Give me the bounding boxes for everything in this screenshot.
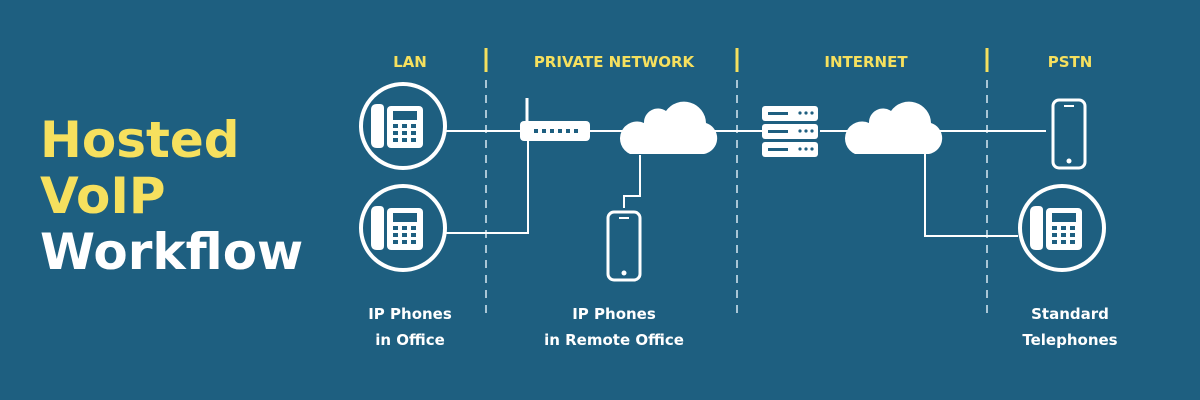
mobile-phone-icon bbox=[606, 210, 642, 282]
section-internet: INTERNET bbox=[824, 53, 908, 71]
label-ip-phones-office-2: in Office bbox=[375, 331, 445, 349]
title-line-3: Workflow bbox=[40, 223, 304, 281]
title-line-1: Hosted bbox=[40, 111, 240, 169]
section-private-network: PRIVATE NETWORK bbox=[534, 53, 696, 71]
desk-phone-icon bbox=[1018, 184, 1106, 272]
section-pstn: PSTN bbox=[1048, 53, 1093, 71]
label-ip-phones-office-1: IP Phones bbox=[368, 305, 452, 323]
cloud-icon bbox=[844, 101, 943, 154]
label-standard-telephones-1: Standard bbox=[1031, 305, 1109, 323]
label-ip-phones-remote-1: IP Phones bbox=[572, 305, 656, 323]
cloud-icon bbox=[619, 101, 718, 154]
title-line-2: VoIP bbox=[40, 167, 166, 225]
desk-phone-icon bbox=[359, 184, 447, 272]
label-standard-telephones-2: Telephones bbox=[1022, 331, 1117, 349]
server-icon bbox=[762, 106, 818, 157]
section-lan: LAN bbox=[393, 53, 427, 71]
page-title: Hosted VoIP Workflow bbox=[40, 112, 303, 280]
desk-phone-icon bbox=[359, 82, 447, 170]
router-icon bbox=[520, 98, 590, 141]
connection-lines bbox=[445, 130, 1046, 237]
mobile-phone-icon bbox=[1051, 98, 1087, 170]
label-ip-phones-remote-2: in Remote Office bbox=[544, 331, 684, 349]
